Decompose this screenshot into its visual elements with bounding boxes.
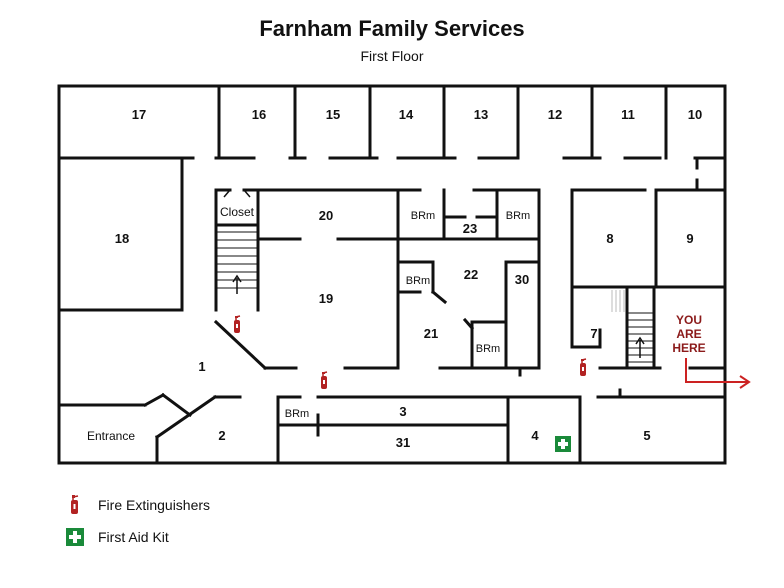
room-18-label: 18 [115, 231, 129, 246]
room-16-label: 16 [252, 107, 266, 122]
arrow-right-icon [685, 358, 751, 389]
legend-firstaid: First Aid Kit [66, 525, 169, 549]
room-5-label: 5 [643, 428, 650, 443]
room-9-label: 9 [686, 231, 693, 246]
room-12-label: 12 [548, 107, 562, 122]
you-are-here-line2: ARE [676, 327, 701, 341]
room-8-label: 8 [606, 231, 613, 246]
legend-fire: Fire Extinguishers [66, 493, 210, 517]
room-30-label: 30 [515, 272, 529, 287]
entrance-label: Entrance [87, 429, 135, 443]
room-22-label: 22 [464, 267, 478, 282]
stairs-right-gray [611, 290, 625, 312]
brm-label: BRm [411, 210, 435, 222]
walls [57, 84, 727, 465]
room-31-label: 31 [396, 435, 410, 450]
room-13-label: 13 [474, 107, 488, 122]
arrow-up-icon [635, 336, 645, 358]
room-2-label: 2 [218, 428, 225, 443]
room-3-label: 3 [399, 404, 406, 419]
fire-extinguisher-icon [320, 371, 328, 390]
brm-label: BRm [506, 210, 530, 222]
brm-label: BRm [406, 275, 430, 287]
room-11-label: 11 [621, 107, 635, 122]
room-4-label: 4 [531, 428, 539, 443]
room-17-label: 17 [132, 107, 146, 122]
page-title: Farnham Family Services [259, 16, 525, 41]
legend-firstaid-label: First Aid Kit [98, 529, 169, 545]
you-are-here-line1: YOU [676, 313, 702, 327]
arrow-up-icon [232, 274, 242, 294]
page-subtitle: First Floor [360, 48, 424, 64]
room-10-label: 10 [688, 107, 702, 122]
first-aid-kit-icon [555, 436, 571, 452]
closet-label: Closet [220, 205, 255, 219]
room-14-label: 14 [399, 107, 414, 122]
fire-extinguisher-icon [579, 358, 587, 377]
you-are-here-line3: HERE [672, 341, 705, 355]
fire-extinguisher-icon [233, 315, 241, 334]
room-23-label: 23 [463, 221, 477, 236]
legend-fire-label: Fire Extinguishers [98, 497, 211, 513]
room-20-label: 20 [319, 208, 333, 223]
room-15-label: 15 [326, 107, 340, 122]
room-7-label: 7 [590, 326, 597, 341]
brm-label: BRm [285, 408, 309, 420]
room-19-label: 19 [319, 291, 333, 306]
room-21-label: 21 [424, 326, 438, 341]
brm-label: BRm [476, 343, 500, 355]
room-1-label: 1 [198, 359, 205, 374]
fire-extinguisher-icon [71, 495, 79, 514]
first-aid-kit-icon [66, 528, 84, 546]
closet-doors [223, 189, 251, 198]
